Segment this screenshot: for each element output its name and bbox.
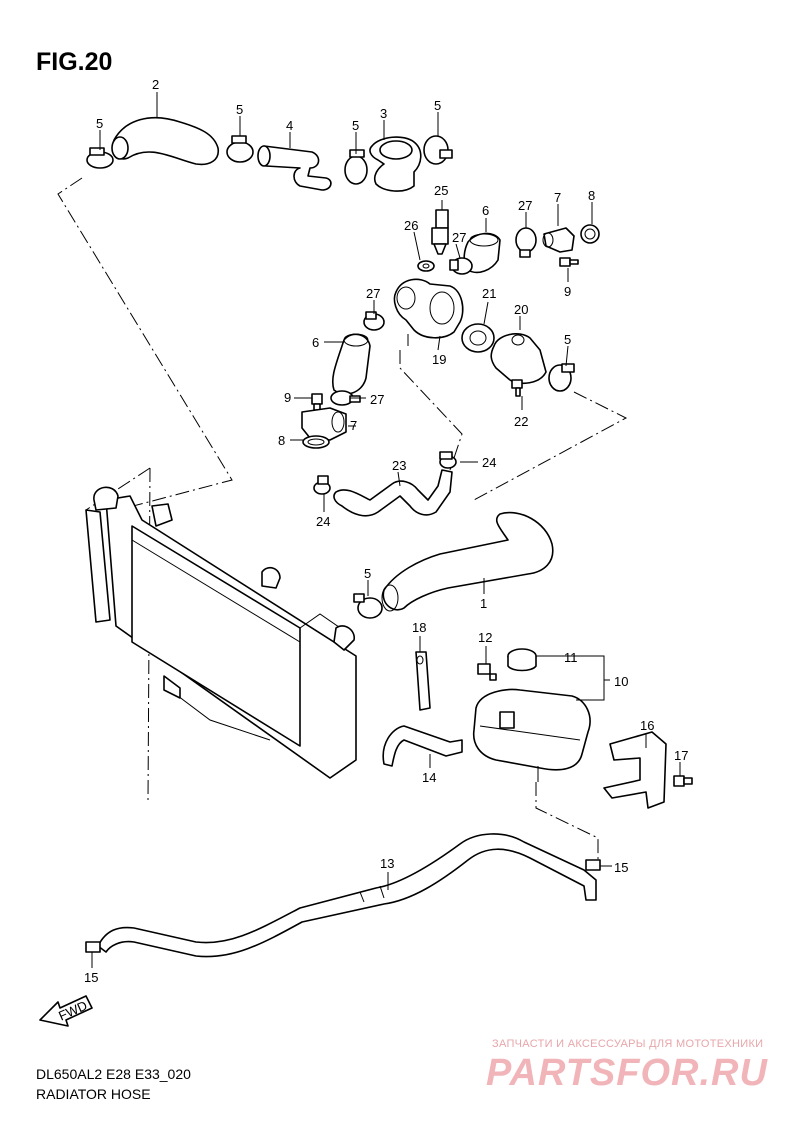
- bolt-9-upper: [559, 257, 579, 267]
- clamp-5c: [344, 149, 368, 185]
- watermark-tagline: ЗАПЧАСТИ И АКСЕССУАРЫ ДЛЯ МОТОТЕХНИКИ: [492, 1038, 764, 1050]
- callouts: 2 5 5 4 3 5 5 25 26 27 6 27 7 8 9 27 21 …: [84, 77, 688, 985]
- callout: 9: [564, 284, 571, 299]
- figure-caption: RADIATOR HOSE: [36, 1086, 151, 1102]
- hose-6-upper: [463, 232, 501, 274]
- callout: 12: [478, 630, 492, 645]
- callout: 4: [286, 118, 293, 133]
- clamp-27c: [363, 311, 385, 331]
- reference-lines: [57, 177, 628, 868]
- callout: 9: [284, 390, 291, 405]
- radiator: [85, 486, 357, 779]
- clamp-5d: [423, 135, 453, 165]
- fwd-label: FWD: [56, 998, 89, 1024]
- clamp-27d: [330, 390, 361, 406]
- callout: 16: [640, 718, 654, 733]
- callout: 1: [480, 596, 487, 611]
- callout: 5: [352, 118, 359, 133]
- callout: 5: [564, 332, 571, 347]
- callout: 26: [404, 218, 418, 233]
- hose-23: [333, 469, 453, 517]
- clamp-24a: [439, 451, 457, 469]
- hose-3: [369, 136, 422, 192]
- callout: 7: [350, 418, 357, 433]
- callout: 13: [380, 856, 394, 871]
- callout: 23: [392, 458, 406, 473]
- callout: 25: [434, 183, 448, 198]
- clamp-27a: [515, 227, 537, 258]
- hose-4: [257, 145, 332, 191]
- clamp-27b: [449, 257, 473, 275]
- clamp-15a: [585, 859, 601, 871]
- watermark-logo: PARTSFOR.RU: [486, 1052, 768, 1094]
- callout: 24: [316, 514, 330, 529]
- thermostat-cover-20: [490, 333, 547, 385]
- callout: 15: [84, 970, 98, 985]
- reservoir-tank-10: [472, 688, 591, 782]
- callout: 7: [554, 190, 561, 205]
- callout: 15: [614, 860, 628, 875]
- callout: 5: [96, 116, 103, 131]
- clamp-24b: [313, 475, 331, 495]
- callout: 5: [364, 566, 371, 581]
- figure-title: FIG.20: [36, 48, 113, 76]
- clamp-15b: [85, 941, 101, 953]
- callout: 17: [674, 748, 688, 763]
- hose-13: [97, 833, 597, 958]
- callout: 8: [278, 433, 285, 448]
- figure-code: DL650AL2 E28 E33_020: [36, 1066, 191, 1082]
- sensor-25: [431, 209, 449, 255]
- callout: 20: [514, 302, 528, 317]
- callout: 8: [588, 188, 595, 203]
- clamp-5f: [353, 593, 383, 619]
- hose-1: [381, 511, 554, 612]
- bracket-16: [603, 731, 667, 809]
- callout: 19: [432, 352, 446, 367]
- thermostat-21: [461, 323, 495, 353]
- hose-6-lower: [331, 333, 371, 395]
- oring-8-upper: [580, 224, 600, 244]
- callout: 24: [482, 455, 496, 470]
- callout: 2: [152, 77, 159, 92]
- callout: 14: [422, 770, 436, 785]
- callout: 3: [380, 106, 387, 121]
- callout: 27: [518, 198, 532, 213]
- bolt-12: [477, 663, 497, 681]
- washer-26: [417, 260, 435, 272]
- cap-11: [507, 648, 537, 672]
- callout: 21: [482, 286, 496, 301]
- callout: 27: [370, 392, 384, 407]
- fitting-7-lower: [301, 407, 347, 441]
- clamp-5b: [226, 135, 254, 163]
- bracket-18: [415, 651, 431, 711]
- callout: 27: [452, 230, 466, 245]
- callout: 18: [412, 620, 426, 635]
- oring-8-lower: [302, 435, 330, 449]
- fwd-arrow-icon: FWD: [39, 995, 93, 1027]
- callout: 5: [434, 98, 441, 113]
- callout: 27: [366, 286, 380, 301]
- clamp-5e: [548, 363, 575, 392]
- leader-lines: [91, 92, 681, 968]
- callout: 6: [482, 203, 489, 218]
- callout: 6: [312, 335, 319, 350]
- callout: 11: [564, 650, 578, 665]
- hose-14: [382, 725, 463, 767]
- callout: 22: [514, 414, 528, 429]
- hose-2: [111, 116, 220, 166]
- callout: 10: [614, 674, 628, 689]
- bolt-22: [511, 379, 523, 397]
- fitting-7-upper: [542, 227, 575, 253]
- callout: 5: [236, 102, 243, 117]
- clamp-5a: [86, 147, 114, 169]
- thermostat-case-19: [393, 278, 464, 346]
- bolt-17: [673, 775, 693, 787]
- bolt-9-lower: [311, 393, 323, 411]
